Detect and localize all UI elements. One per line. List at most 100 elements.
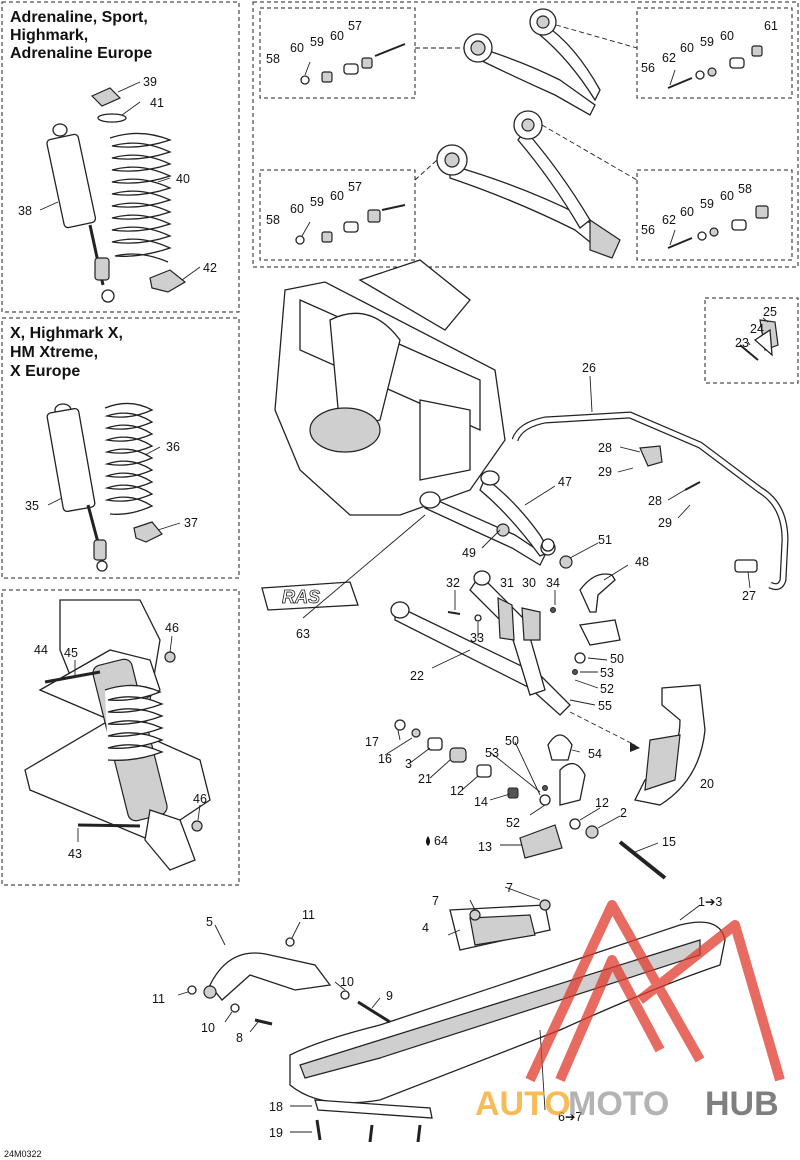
callout-48: 48 — [635, 555, 649, 569]
callout-58b: 58 — [266, 213, 280, 227]
callout-12b: 12 — [595, 796, 609, 810]
callout-62b: 62 — [662, 213, 676, 227]
washer-10b — [340, 990, 350, 1000]
pin-34 — [550, 607, 556, 613]
ski-1-3 — [289, 904, 726, 1104]
panel-shock-b-title-line-3: X Europe — [10, 363, 80, 380]
callout-11a: 11 — [302, 908, 315, 922]
callout-35: 35 — [25, 499, 39, 513]
callout-12a: 12 — [450, 784, 464, 798]
upper-a-arm-47 — [419, 470, 556, 566]
callout-62a: 62 — [662, 51, 676, 65]
lower-a-arm-sketch — [436, 110, 621, 259]
callout-28b: 28 — [648, 494, 662, 508]
sway-bracket-24 — [753, 328, 773, 357]
callout-29b: 29 — [658, 516, 672, 530]
callout-41: 41 — [150, 96, 164, 110]
callout-33: 33 — [470, 631, 484, 645]
spring-seat-39 — [90, 87, 122, 107]
callout-27: 27 — [742, 589, 756, 603]
shock-absorber-b — [46, 403, 108, 572]
leader-lines — [39, 61, 769, 1133]
callout-60f: 60 — [290, 202, 304, 216]
ski-leg-5 — [203, 952, 332, 1001]
callout-5: 5 — [206, 915, 213, 929]
runner-18 — [314, 1099, 433, 1119]
callout-15: 15 — [662, 835, 676, 849]
hardware-box-upper-right — [636, 7, 793, 99]
bolt-8 — [254, 1018, 273, 1026]
callout-56b: 56 — [641, 223, 655, 237]
hardware-row-lower-right — [667, 205, 769, 249]
callout-39: 39 — [143, 75, 157, 89]
adjuster-42 — [149, 269, 187, 293]
sway-bolt-23 — [739, 344, 759, 361]
panel-shock-b-title-line-1: X, Highmark X, — [10, 325, 123, 342]
callout-32: 32 — [446, 576, 460, 590]
panel-shock-a-title-line-1: Adrenaline, Sport, — [10, 9, 148, 26]
callout-59c: 59 — [310, 195, 324, 209]
washer-41 — [97, 113, 127, 123]
callout-46b: 46 — [193, 792, 207, 806]
callout-52a: 52 — [600, 682, 614, 696]
callout-10a: 10 — [340, 975, 354, 989]
callout-50b: 50 — [505, 734, 519, 748]
watermark-text-hub: HUB — [705, 1085, 779, 1123]
callout-16: 16 — [378, 752, 392, 766]
callout-40: 40 — [176, 172, 190, 186]
spindle-20 — [634, 684, 706, 806]
callout-42: 42 — [203, 261, 217, 275]
callout-24: 24 — [750, 322, 764, 336]
clip-28b — [684, 481, 701, 491]
bumper-31 — [497, 597, 515, 641]
hardware-row-upper-right — [667, 45, 763, 89]
spindle-dash-line — [569, 711, 636, 746]
lubricant-drop-icon — [426, 836, 430, 846]
screw-19b — [368, 1124, 374, 1143]
hardware-box-lower-left — [259, 169, 416, 261]
dash-link-lr — [541, 124, 638, 181]
callout-18: 18 — [269, 1100, 283, 1114]
callout-57b: 57 — [348, 180, 362, 194]
shock-installation-sketch — [24, 599, 211, 871]
dash-link-ll — [414, 159, 438, 181]
panel-shock-a-title-line-2: Highmark, — [10, 27, 88, 44]
callout-34: 34 — [546, 576, 560, 590]
callout-60a: 60 — [290, 41, 304, 55]
callout-63: 63 — [296, 627, 310, 641]
nut-7b — [539, 899, 551, 911]
bolt-9 — [357, 1000, 391, 1024]
panel-shock-a-border — [1, 1, 240, 313]
callout-1to3: 1➔3 — [698, 895, 722, 909]
callout-46a: 46 — [165, 621, 179, 635]
adjuster-37 — [133, 521, 163, 543]
bumper-30 — [521, 607, 541, 641]
washer-11a — [187, 985, 197, 995]
callout-59a: 59 — [310, 35, 324, 49]
callout-54: 54 — [588, 747, 602, 761]
watermark-triangle-icon — [525, 900, 785, 1083]
callout-6to7: 6➔7 — [558, 1110, 582, 1124]
callout-3: 3 — [405, 757, 412, 771]
callout-55: 55 — [598, 699, 612, 713]
nut-11b — [285, 937, 295, 947]
callout-53b: 53 — [485, 746, 499, 760]
callouts: 39 41 40 38 42 36 35 37 46 44 45 46 43 5… — [18, 19, 778, 1140]
hardware-box-lower-right — [636, 169, 793, 261]
callout-22: 22 — [410, 669, 424, 683]
callout-60c: 60 — [680, 41, 694, 55]
callout-11b: 11 — [152, 992, 165, 1006]
panel-shock-b-title-line-2: HM Xtreme, — [10, 344, 98, 361]
callout-14: 14 — [474, 795, 488, 809]
callout-52b: 52 — [506, 816, 520, 830]
callout-23: 23 — [735, 336, 749, 350]
spindle-upper-plate — [579, 619, 621, 646]
callout-8: 8 — [236, 1031, 243, 1045]
callout-17: 17 — [365, 735, 379, 749]
nut-7a — [469, 909, 481, 921]
callout-20: 20 — [700, 777, 714, 791]
shock-absorber-a — [46, 123, 115, 303]
sway-bar-hardware-border — [704, 297, 799, 384]
dash-link-ur — [555, 24, 638, 49]
callout-51: 51 — [598, 533, 612, 547]
